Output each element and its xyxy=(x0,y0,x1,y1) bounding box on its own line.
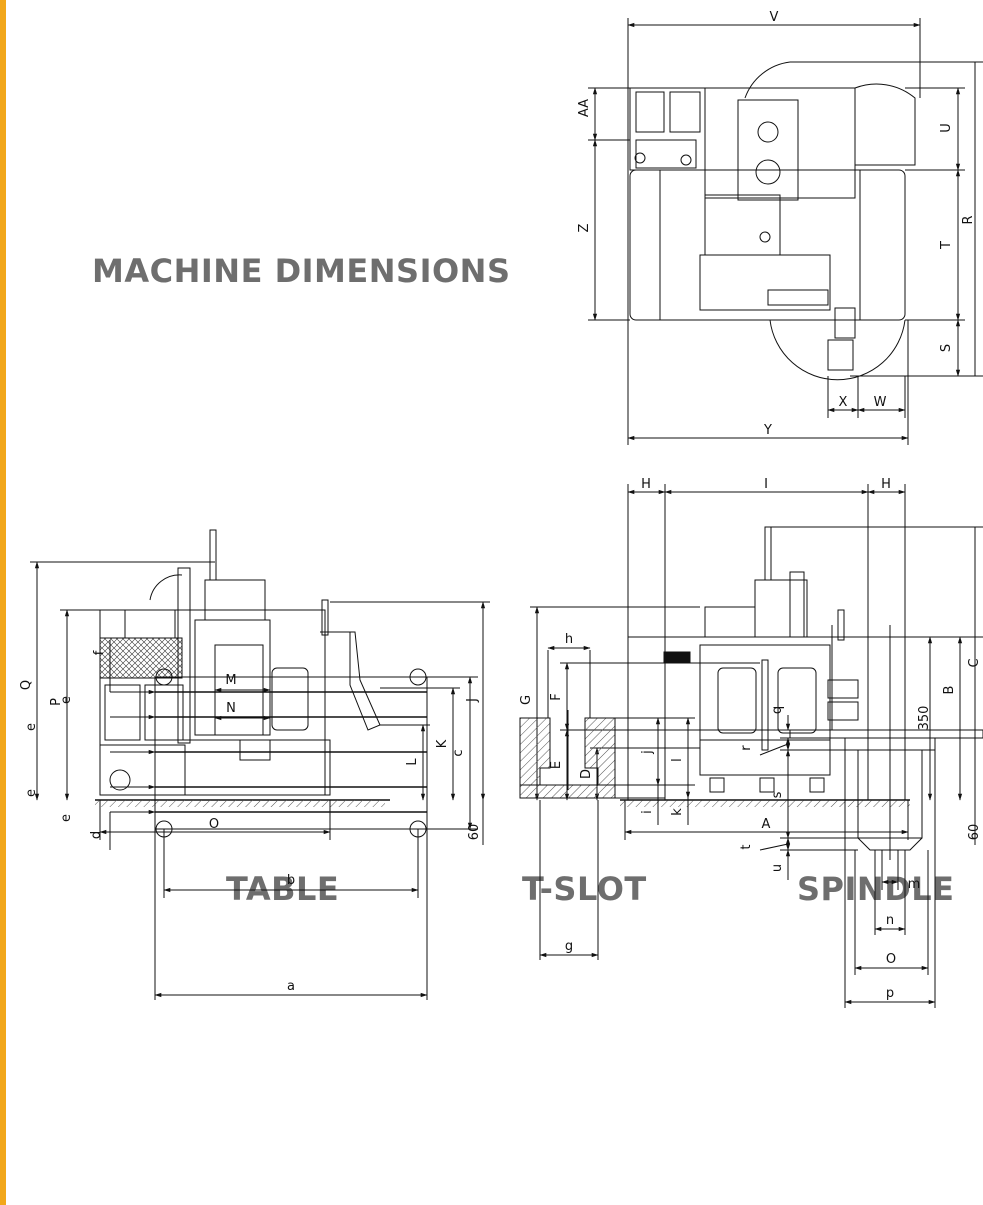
dim-label-u: u xyxy=(770,864,785,872)
dim-label-s: s xyxy=(770,791,785,798)
dim-label-q: q xyxy=(770,706,785,714)
tslot-labels: h j l i k g xyxy=(565,632,685,954)
dim-label-e-3: e xyxy=(24,789,39,797)
dim-label-V: V xyxy=(770,10,779,25)
top-view-labels: V AA Z U R T S X W Y xyxy=(577,10,976,438)
dim-label-M: M xyxy=(225,673,236,688)
dim-label-P: P xyxy=(49,698,64,706)
table-drawing xyxy=(109,640,478,1000)
spindle-labels: q r s t u m n O p xyxy=(739,706,920,1001)
floor-dim-front: 60 xyxy=(967,824,982,841)
dim-label-l: l xyxy=(670,758,685,762)
dim-label-c: c xyxy=(451,749,466,756)
dim-label-AA: AA xyxy=(577,99,592,117)
dim-label-T: T xyxy=(939,241,954,250)
dim-label-G: G xyxy=(519,695,534,705)
dim-label-Y: Y xyxy=(763,423,772,438)
dim-value-350: 350 xyxy=(917,706,932,731)
dim-label-K: K xyxy=(435,739,450,748)
side-view xyxy=(30,529,490,845)
dim-label-h: h xyxy=(565,632,573,647)
dim-label-B: B xyxy=(942,686,957,695)
spindle-drawing xyxy=(759,625,983,1008)
dim-label-A: A xyxy=(762,817,771,832)
dim-label-L: L xyxy=(405,758,420,766)
dim-label-i: i xyxy=(640,810,655,814)
table-labels: f e e e e d c b a xyxy=(24,650,466,994)
dim-label-N: N xyxy=(226,701,236,716)
front-view xyxy=(530,484,983,845)
machine-dimensions-heading: MACHINE DIMENSIONS xyxy=(92,252,511,290)
dim-label-k: k xyxy=(670,808,685,816)
tslot-drawing xyxy=(519,645,695,960)
floor-dim-side: 60 xyxy=(467,824,482,841)
dim-label-e-1: e xyxy=(59,696,74,704)
dim-label-R: R xyxy=(961,215,976,224)
top-view xyxy=(588,18,983,445)
dim-label-e-2: e xyxy=(24,723,39,731)
dim-label-W: W xyxy=(874,395,887,410)
dim-label-p: p xyxy=(886,986,894,1001)
dim-label-t: t xyxy=(739,844,754,849)
side-view-labels: Q P M N J K L O 60 xyxy=(19,673,482,840)
dim-label-C: C xyxy=(967,658,982,667)
dim-label-F: F xyxy=(549,693,564,700)
accent-bar xyxy=(0,0,6,1205)
dim-label-X: X xyxy=(839,395,848,410)
dim-label-U: U xyxy=(939,123,954,133)
dim-label-Q: Q xyxy=(19,680,34,690)
dim-label-b: b xyxy=(287,873,295,888)
tslot-heading: T-SLOT xyxy=(522,870,647,908)
dim-label-n: n xyxy=(886,913,894,928)
dim-label-g: g xyxy=(565,939,573,954)
dim-label-o: O xyxy=(886,952,896,967)
dim-label-e-4: e xyxy=(59,814,74,822)
dim-label-J: J xyxy=(465,698,480,703)
dim-label-j: j xyxy=(640,750,655,755)
front-view-labels: H I H G F E D A C B 350 60 xyxy=(519,477,982,840)
dim-label-I: I xyxy=(764,477,768,492)
dim-label-S: S xyxy=(939,344,954,352)
dim-label-E: E xyxy=(549,761,564,769)
dim-label-D: D xyxy=(579,769,594,779)
dim-label-H-right: H xyxy=(881,477,891,492)
dim-label-m: m xyxy=(908,877,921,892)
dim-label-f: f xyxy=(92,650,107,655)
dim-label-H-left: H xyxy=(641,477,651,492)
dim-label-d: d xyxy=(89,831,104,839)
dim-label-r: r xyxy=(739,745,754,751)
dim-label-Z: Z xyxy=(577,223,592,232)
dim-label-O: O xyxy=(209,817,219,832)
dim-label-a: a xyxy=(287,979,295,994)
